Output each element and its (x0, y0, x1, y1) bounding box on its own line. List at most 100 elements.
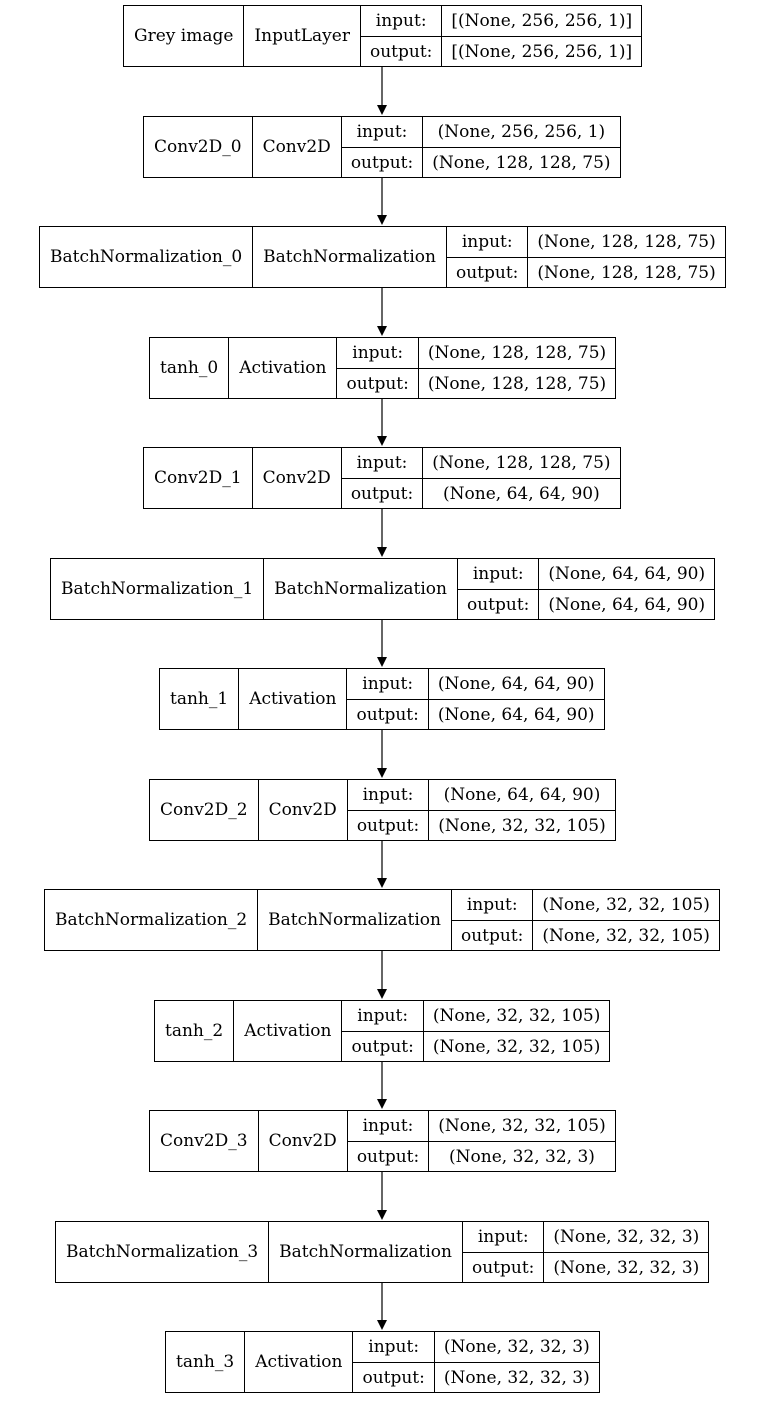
layer-name: Conv2D_3 (160, 1131, 248, 1151)
input-shape: (None, 32, 32, 105) (438, 1116, 606, 1136)
input-shape: (None, 32, 32, 105) (542, 895, 710, 915)
io-labels: input: output: (446, 227, 528, 287)
arrow-head (377, 547, 387, 557)
layer-type: InputLayer (243, 6, 360, 66)
output-shape: (None, 64, 64, 90) (423, 478, 620, 508)
input-label: input: (362, 785, 414, 805)
input-label: input: (357, 1006, 409, 1026)
io-shapes: (None, 128, 128, 75)(None, 64, 64, 90) (422, 448, 620, 508)
layer-name: BatchNormalization_0 (50, 247, 243, 267)
io-labels: input: output: (346, 669, 428, 729)
layer-type: Activation (228, 338, 336, 398)
arrow-head (377, 989, 387, 999)
io-shapes: (None, 32, 32, 3)(None, 32, 32, 3) (433, 1332, 599, 1392)
io-labels: input: output: (451, 890, 533, 950)
output-label: output: (353, 1362, 434, 1392)
input-shape: (None, 32, 32, 105) (432, 1006, 601, 1026)
io-labels: input: output: (340, 448, 423, 508)
io-labels: input: output: (352, 1332, 434, 1392)
input-shape: (None, 32, 32, 3) (553, 1227, 700, 1247)
layer-type: Conv2D (251, 117, 341, 177)
layer-type: BatchNormalization (263, 559, 457, 619)
output-label: output: (463, 1252, 544, 1282)
io-shapes: [(None, 256, 256, 1)] [(None, 256, 256, 1… (441, 6, 642, 66)
input-label: input: (356, 453, 408, 473)
arrow-head (377, 326, 387, 336)
arrow-head (377, 1210, 387, 1220)
layer-name: BatchNormalization_1 (61, 579, 254, 599)
layer-type: BatchNormalization (268, 1222, 462, 1282)
layer-name: tanh_0 (160, 358, 219, 378)
input-shape: (None, 128, 128, 75) (427, 343, 607, 363)
output-label: output: (452, 920, 533, 950)
output-label: output: (347, 699, 428, 729)
layer-node: Conv2D_0 Conv2D input: output: (None, 256, 2… (143, 116, 621, 178)
input-label: input: (466, 895, 518, 915)
output-shape: (None, 32, 32, 105) (429, 810, 615, 840)
input-shape: (None, 128, 128, 75) (537, 232, 716, 252)
io-shapes: (None, 32, 32, 105)(None, 32, 32, 105) (422, 1001, 610, 1061)
arrow-head (377, 105, 387, 115)
io-labels: input: output: (346, 780, 429, 840)
layer-type: Activation (233, 1001, 341, 1061)
input-label: input: (477, 1227, 529, 1247)
layer-name: BatchNormalization_3 (66, 1242, 259, 1262)
output-shape: (None, 32, 32, 3) (434, 1362, 599, 1392)
layer-node: Conv2D_1 Conv2D input: output:(None, 128, 1… (143, 447, 621, 509)
output-shape: [(None, 256, 256, 1)] (442, 36, 642, 66)
io-shapes: (None, 32, 32, 3)(None, 32, 32, 3) (543, 1222, 709, 1282)
layer-type: Conv2D (257, 1111, 347, 1171)
io-labels: input:output: (457, 559, 539, 619)
layer-name: Conv2D_2 (160, 800, 248, 820)
io-shapes: (None, 64, 64, 90) (None, 32, 32, 105) (428, 780, 615, 840)
input-label: input: (461, 232, 513, 252)
output-label: output: (341, 147, 423, 177)
layer-name: Conv2D_0 (154, 137, 242, 157)
input-shape: (None, 64, 64, 90) (437, 674, 595, 694)
layer-type: Conv2D (257, 780, 347, 840)
layer-type: Conv2D (251, 448, 341, 508)
output-label: output: (342, 1031, 423, 1061)
arrow-head (377, 1099, 387, 1109)
io-shapes: (None, 32, 32, 105) (None, 32, 32, 3) (428, 1111, 615, 1171)
arrow-head (377, 657, 387, 667)
io-labels: input: output: (341, 1001, 423, 1061)
input-label: input: (368, 1337, 420, 1357)
input-shape: [(None, 256, 256, 1)] (451, 11, 633, 31)
output-label: output: (341, 478, 423, 508)
layer-name: Conv2D_1 (154, 468, 242, 488)
output-label: output: (458, 589, 539, 619)
layer-type: BatchNormalization (252, 227, 446, 287)
output-shape: (None, 64, 64, 90) (539, 589, 715, 619)
layer-node: BatchNormalization_3 BatchNormalization in… (55, 1221, 710, 1283)
input-label: input: (362, 674, 414, 694)
output-shape: (None, 128, 128, 75) (528, 257, 725, 287)
io-shapes: (None, 128, 128, 75)(None, 128, 128, 75) (417, 338, 616, 398)
layer-name: tanh_3 (176, 1352, 235, 1372)
output-label: output: (360, 36, 442, 66)
output-label: output: (347, 810, 429, 840)
arrow-head (377, 878, 387, 888)
layer-name: tanh_2 (165, 1021, 224, 1041)
layer-name: BatchNormalization_2 (55, 910, 248, 930)
output-label: output: (337, 368, 418, 398)
input-shape: (None, 64, 64, 90) (443, 785, 601, 805)
input-shape: (None, 256, 256, 1) (437, 122, 606, 142)
input-label: input: (352, 343, 404, 363)
io-labels: input:output: (346, 1111, 429, 1171)
output-label: output: (447, 257, 528, 287)
input-shape: (None, 64, 64, 90) (548, 564, 706, 584)
output-shape: (None, 128, 128, 75) (423, 147, 620, 177)
input-label: input: (375, 11, 427, 31)
output-shape: (None, 32, 32, 3) (429, 1141, 615, 1171)
layer-name: Grey image (134, 26, 234, 46)
input-label: input: (356, 122, 408, 142)
